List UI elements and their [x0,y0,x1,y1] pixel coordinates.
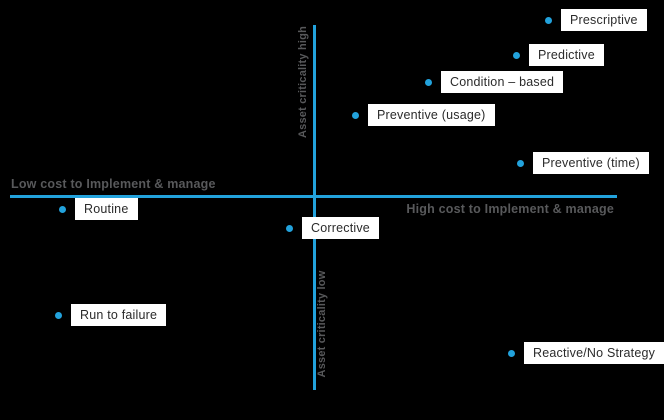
data-point [286,225,293,232]
point-label: Prescriptive [561,9,647,31]
point-label: Preventive (usage) [368,104,495,126]
data-point [425,79,432,86]
point-label: Run to failure [71,304,167,326]
data-point [517,160,524,167]
y-axis-label-bottom: Asset criticality low [316,270,328,378]
point-label: Reactive/No Strategy [524,342,664,364]
point-label: Routine [75,198,138,220]
point-label: Preventive (time) [533,152,649,174]
data-point [352,112,359,119]
data-point [55,312,62,319]
x-axis-label-right: High cost to Implement & manage [406,202,614,216]
y-axis-label-top: Asset criticality high [297,26,309,138]
data-point [545,17,552,24]
data-point [513,52,520,59]
data-point [59,206,66,213]
point-label: Corrective [302,217,379,239]
data-point [508,350,515,357]
x-axis-label-left: Low cost to Implement & manage [11,177,216,191]
point-label: Predictive [529,44,604,66]
point-label: Condition – based [441,71,564,93]
y-axis-line [313,25,316,390]
